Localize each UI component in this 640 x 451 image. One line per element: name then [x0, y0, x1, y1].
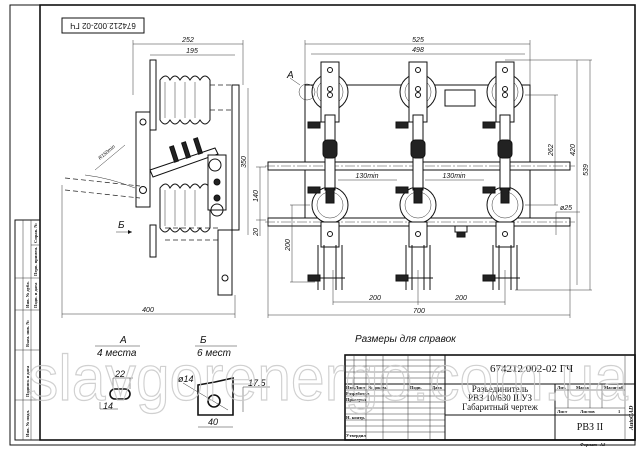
dim-700: 700: [413, 308, 425, 315]
strip-podp: Подп. и дата: [33, 282, 38, 308]
tb-role-checker: Проверил: [346, 397, 367, 402]
tb-product-name: Разъединитель: [472, 384, 528, 394]
tb-sheets: Листов: [580, 409, 595, 414]
dim-539: 539: [583, 164, 590, 176]
dim-200-right: 200: [454, 295, 467, 302]
upper-insulator: [159, 75, 211, 125]
detail-b-dim-17: 17.5: [248, 378, 267, 388]
nameplate: [444, 89, 476, 107]
pole-1: [307, 61, 349, 290]
tb-header-izm: Изм.: [346, 385, 355, 390]
view-label-a: A: [286, 70, 294, 81]
tb-org: РВЗ II: [577, 422, 603, 433]
dim-130min-left: 130min: [356, 173, 379, 180]
tb-header-docnum: № докум.: [368, 385, 387, 390]
side-strip: Инв. № подл. Подпись и дата Взам. инв. №…: [14, 219, 41, 441]
tb-doc-type: Габаритный чертеж: [462, 402, 539, 412]
detail-a-dim-22: 22: [114, 369, 125, 379]
tb-autocad: AutoCAD: [629, 405, 635, 431]
detail-b: Б 6 мест ø14 17.5 40: [178, 335, 270, 428]
tb-lit: Лит.: [557, 385, 566, 390]
dim-525: 525: [412, 37, 424, 44]
dim-200-left: 200: [368, 295, 381, 302]
tb-scale: Масштаб: [604, 385, 624, 390]
tb-role-norm: Н. контр.: [346, 415, 365, 420]
strip-sign-date: Подпись и дата: [25, 365, 30, 397]
strip-inv-dubl: Инв. № дубл.: [25, 281, 30, 308]
dim-262: 262: [548, 144, 555, 157]
doc-number: 674212.002-02 ГЧ: [490, 363, 573, 375]
strip-inv-podl: Инв. № подл.: [25, 410, 30, 437]
detail-b-dim-dia14: ø14: [178, 374, 194, 384]
inverted-doc-number: 674212.002-02 ГЧ: [70, 21, 136, 30]
view-label-b: Б: [118, 220, 125, 231]
dim-140: 140: [253, 190, 260, 202]
tb-mass: Масса: [576, 385, 590, 390]
watermark: slavgorenergo.com.ua: [28, 342, 628, 414]
front-view: 525 498: [265, 37, 592, 318]
tb-role-developer: Разработал: [346, 391, 369, 396]
pole-2: [395, 61, 437, 290]
dim-r150: R150min: [97, 144, 116, 162]
detail-b-title: Б: [200, 335, 207, 346]
tb-sheet: Лист: [557, 409, 568, 414]
dim-200-vertical: 200: [285, 239, 292, 252]
tb-format: А3: [599, 442, 606, 447]
tb-header-list: Лист: [355, 385, 366, 390]
strip-vzam: Взам. инв. №: [25, 320, 30, 347]
detail-a-dim-14: 14: [103, 401, 113, 411]
detail-a-title: А: [119, 335, 127, 346]
tb-product-model: РВЗ 10/630 II УЗ: [468, 393, 533, 403]
dim-498: 498: [412, 47, 424, 54]
tb-format-label: Формат: [580, 442, 597, 447]
strip-sprav: Справ. №: [33, 223, 38, 243]
inverted-number-box: 674212.002-02 ГЧ: [61, 17, 145, 34]
dim-400: 400: [142, 307, 154, 314]
tb-header-sign: Подп.: [410, 385, 422, 390]
pole-3: [482, 61, 524, 290]
side-view: 252 195 R150min Б 350: [61, 37, 266, 318]
dim-350: 350: [241, 156, 248, 168]
dim-20: 20: [253, 228, 260, 237]
detail-a: А 4 места 22 14: [95, 335, 140, 411]
tb-sheets-count: 1: [618, 409, 621, 414]
tb-role-approver: Утвердил: [346, 433, 366, 438]
reference-note: Размеры для справок: [355, 334, 457, 345]
title-block: 674212.002-02 ГЧ Изм. Лист № докум. Подп…: [344, 354, 636, 447]
detail-b-subtitle: 6 мест: [197, 348, 231, 359]
dim-195: 195: [186, 48, 198, 55]
detail-a-subtitle: 4 места: [97, 348, 137, 359]
lower-insulator: [159, 183, 211, 233]
tb-header-date: Дата: [432, 385, 442, 390]
dim-252: 252: [181, 37, 194, 44]
dim-420: 420: [570, 144, 577, 156]
detail-b-dim-40: 40: [208, 417, 218, 427]
strip-perv: Перв. примен.: [33, 247, 38, 276]
dim-dia25: ø25: [560, 205, 572, 212]
dim-130min-right: 130min: [443, 173, 466, 180]
